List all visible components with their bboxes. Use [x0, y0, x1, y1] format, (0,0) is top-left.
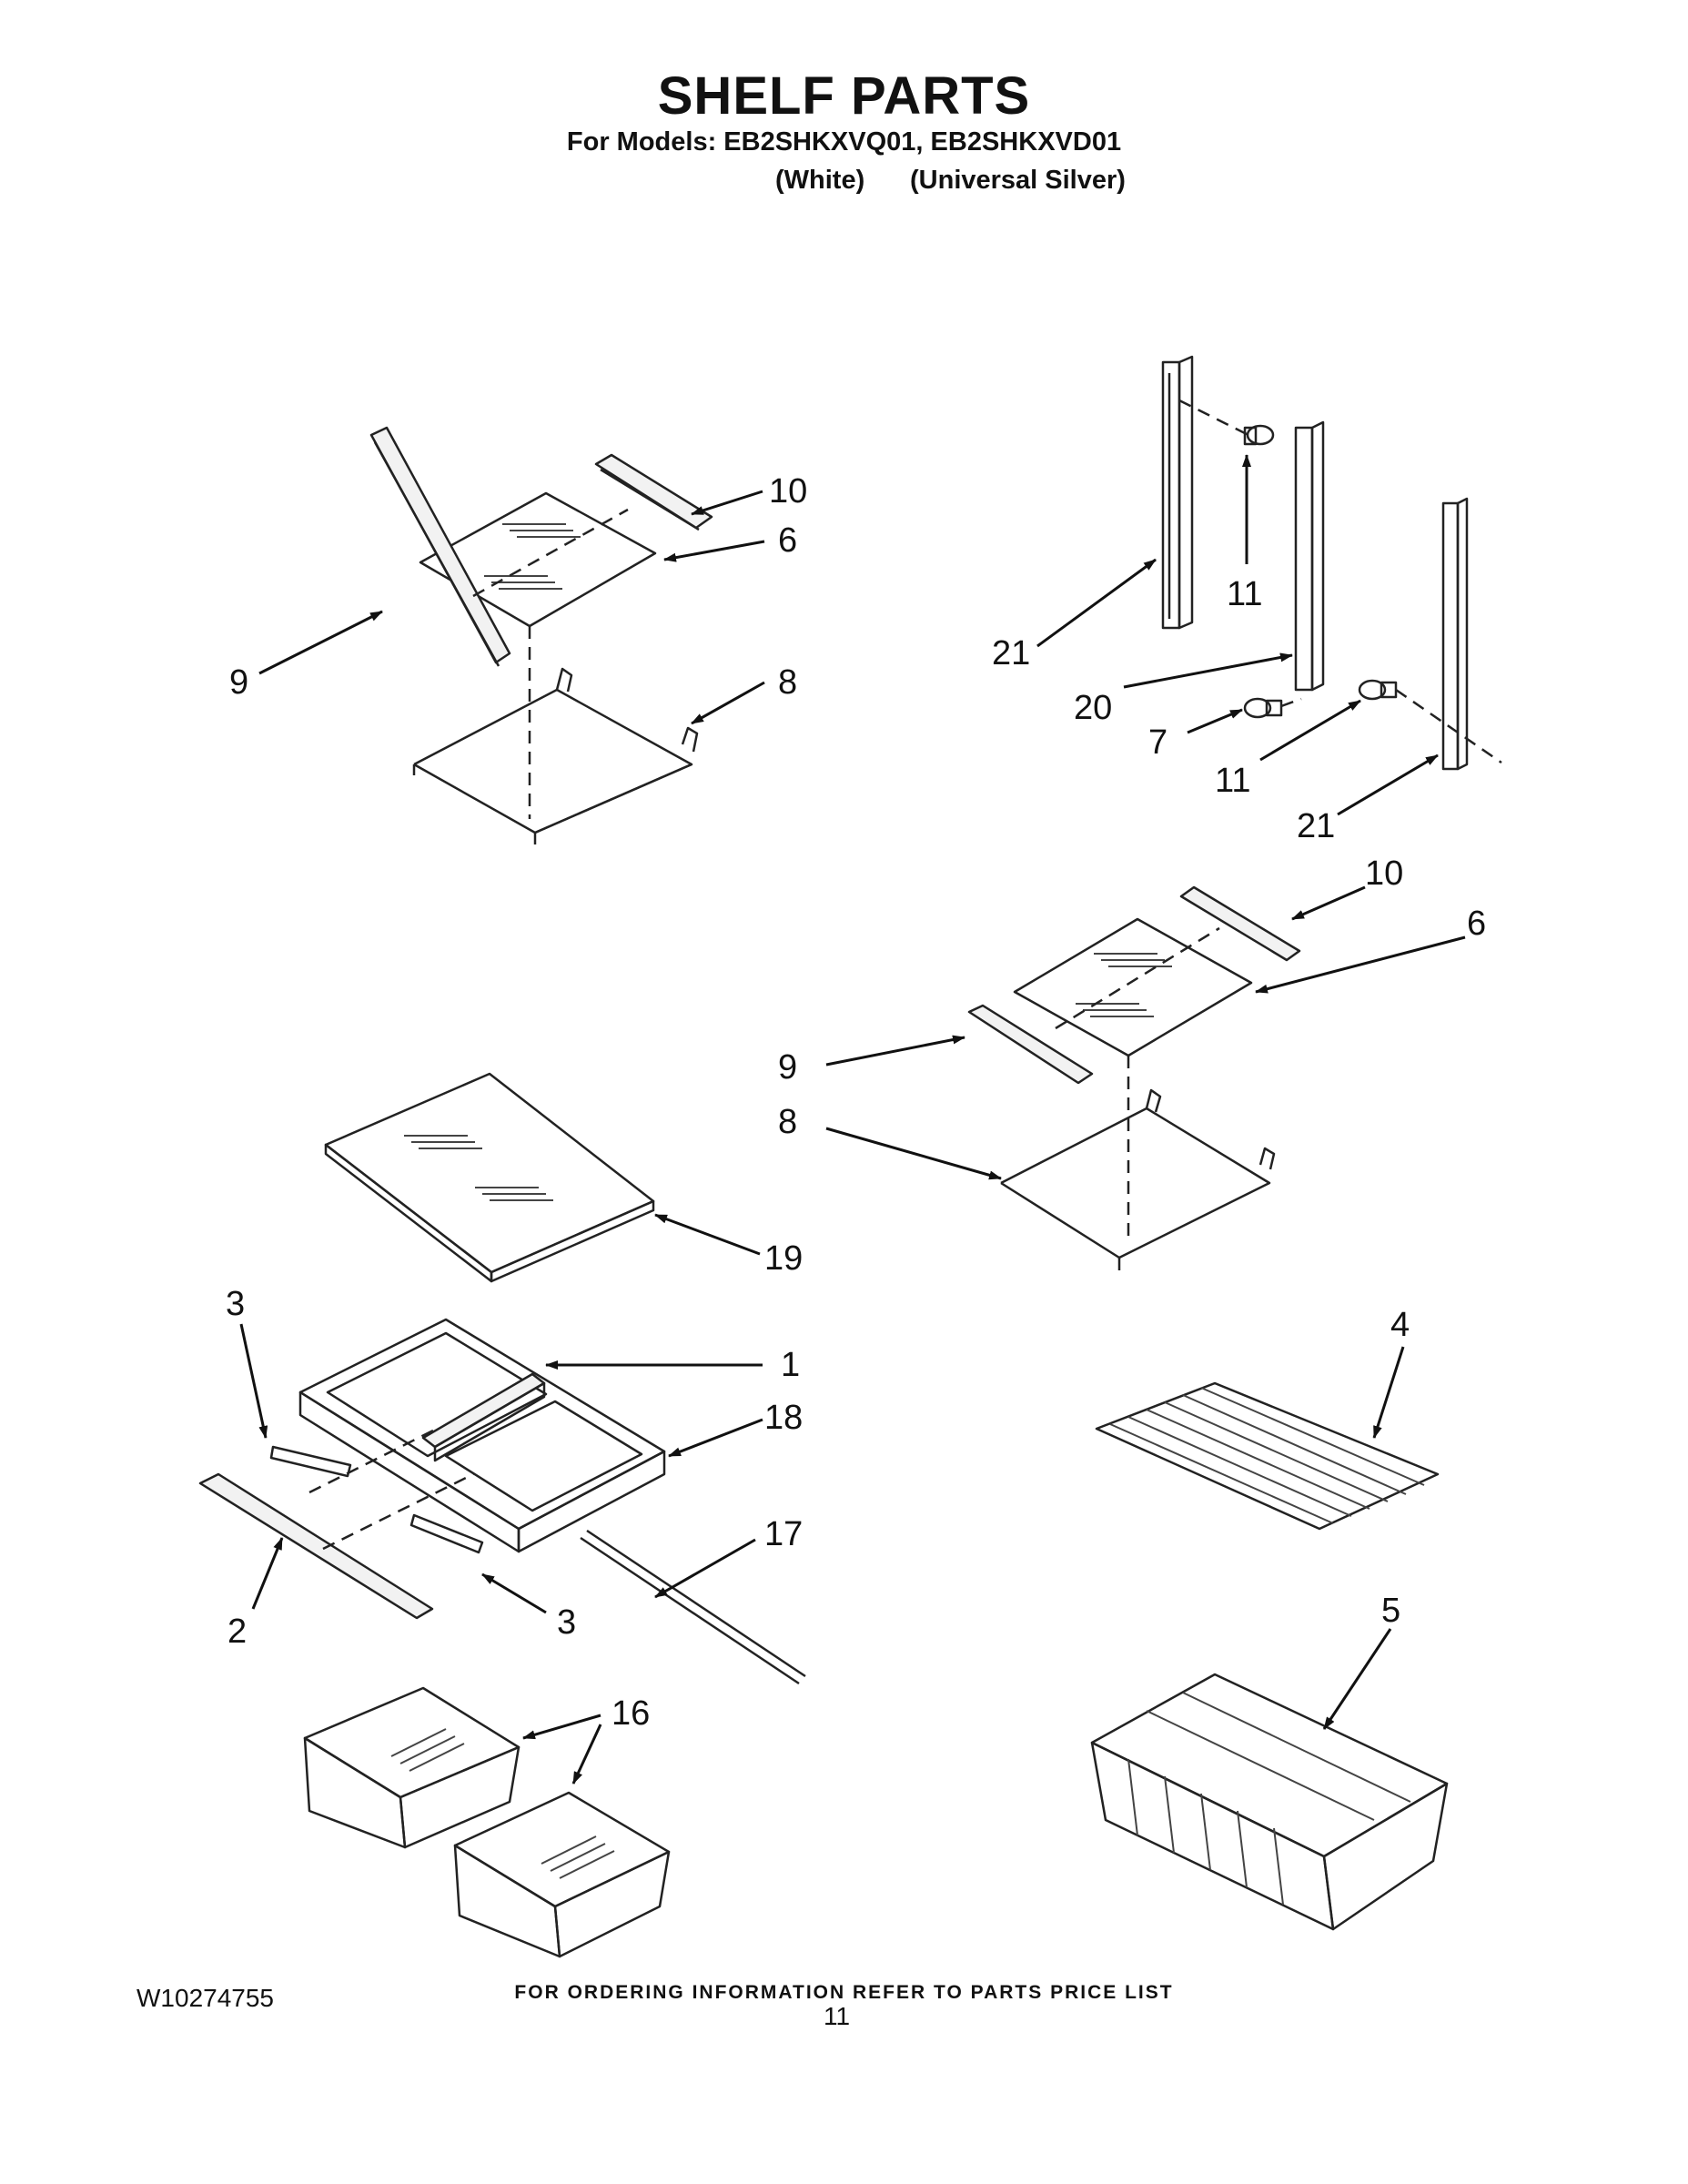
part-5-wire-basket [1090, 1673, 1449, 1931]
callout-6-middle: 6 [1467, 905, 1486, 943]
crisper-cover-assembly [198, 1318, 806, 1685]
part-8-shelf-frame-upper [412, 667, 699, 844]
part-10-rear-trim-upper [594, 453, 713, 531]
rail-assembly [1161, 355, 1502, 771]
callout-20: 20 [1074, 689, 1112, 727]
callout-10-middle: 10 [1365, 854, 1403, 893]
callout-7: 7 [1148, 723, 1167, 762]
callout-8-middle: 8 [778, 1103, 797, 1141]
callout-19: 19 [764, 1239, 803, 1278]
page-title: SHELF PARTS [657, 66, 1031, 126]
callout-labels: 10 6 9 8 11 21 20 7 11 21 10 6 9 8 19 3 … [226, 472, 1486, 1733]
part-17-rod [580, 1529, 806, 1685]
part-20-center-rail [1294, 420, 1325, 692]
part-3-bracket-upper [269, 1445, 352, 1478]
part-11-screw-bottom [1358, 679, 1398, 701]
callout-2: 2 [227, 1613, 247, 1651]
part-18-crisper-cover-frame [298, 1318, 666, 1553]
leader-lines [239, 454, 1466, 1785]
part-8-shelf-frame-middle [1000, 1088, 1276, 1270]
part-19-glass-panel [324, 1072, 655, 1283]
part-9-front-trim-upper [369, 426, 511, 667]
callout-21-right: 21 [1297, 807, 1335, 845]
callout-9-middle: 9 [778, 1048, 797, 1087]
part-21-right-rail [1441, 497, 1469, 771]
part-11-screw-top [1243, 424, 1275, 446]
part-3-bracket-lower [409, 1513, 484, 1554]
callout-1: 1 [781, 1346, 800, 1384]
variant-silver: (Universal Silver) [910, 166, 1126, 195]
callout-5: 5 [1381, 1592, 1400, 1630]
part-9-front-trim-middle [967, 1004, 1094, 1085]
part-10-rear-trim-middle [1179, 885, 1301, 962]
shelf-assembly-upper-left [369, 426, 713, 844]
part-7-screw [1243, 697, 1283, 719]
callout-21-left: 21 [992, 634, 1030, 672]
callout-18: 18 [764, 1399, 803, 1437]
part-21-left-rail [1161, 355, 1194, 630]
callout-8-upper: 8 [778, 663, 797, 702]
part-16-crisper-drawer-left [303, 1686, 521, 1849]
ordering-note: FOR ORDERING INFORMATION REFER TO PARTS … [514, 1982, 1174, 2003]
part-16-crisper-drawer-right [453, 1791, 671, 1958]
callout-10-upper: 10 [769, 472, 807, 511]
part-6-glass-shelf-upper [419, 491, 657, 628]
callout-17: 17 [764, 1515, 803, 1553]
models-line: For Models: EB2SHKXVQ01, EB2SHKXVD01 [566, 127, 1122, 157]
callout-6-upper: 6 [778, 521, 797, 560]
part-1-divider [421, 1372, 546, 1462]
callout-4: 4 [1390, 1306, 1410, 1344]
variant-white: (White) [775, 166, 865, 195]
page-number: 11 [824, 2002, 851, 2030]
callout-9-upper: 9 [229, 663, 248, 702]
shelf-assembly-middle-right [967, 885, 1301, 1270]
callout-3-lower: 3 [557, 1603, 576, 1642]
callout-11-upper: 11 [1227, 575, 1262, 613]
part-6-glass-shelf-middle [1013, 917, 1253, 1057]
callout-11-lower: 11 [1215, 762, 1250, 800]
part-4-wire-shelf [1095, 1381, 1440, 1531]
callout-3-upper: 3 [226, 1285, 245, 1323]
callout-16: 16 [612, 1694, 650, 1733]
part-2-front-trim [198, 1472, 434, 1620]
document-number: W10274755 [136, 1984, 275, 2012]
